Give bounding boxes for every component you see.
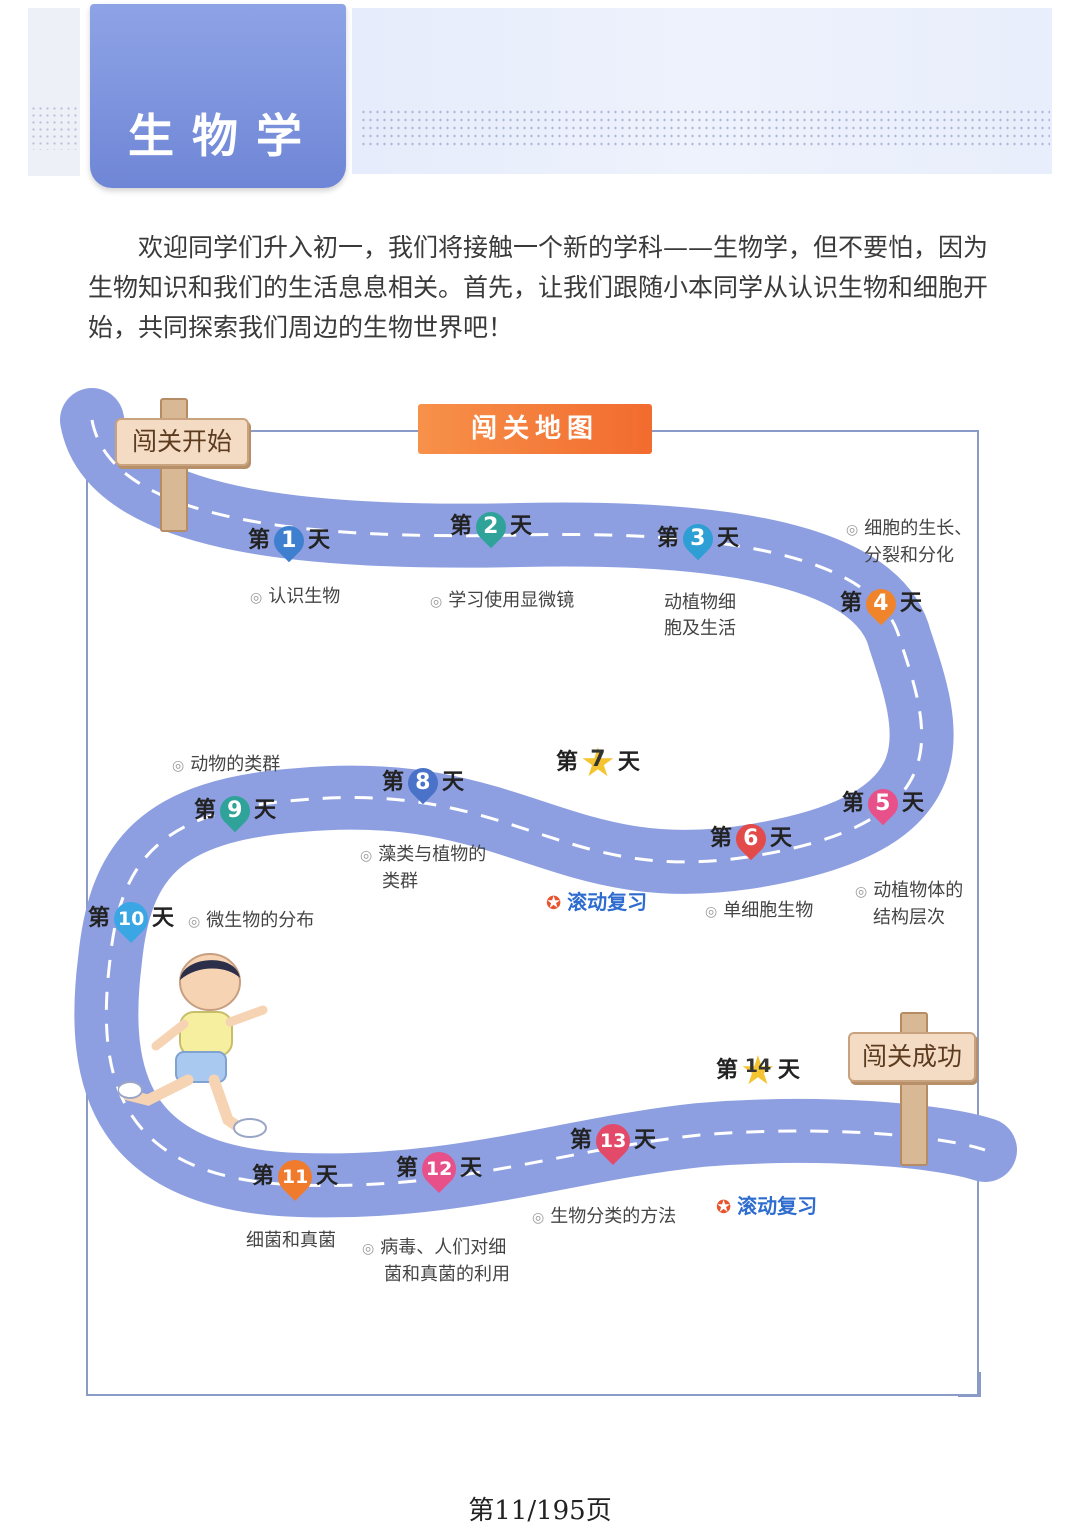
page-title: 生物学: [128, 109, 320, 163]
page-number: 第11/195页: [468, 1496, 612, 1526]
star-icon: ★7: [580, 740, 616, 786]
review-label-2: ✪滚动复习: [716, 1194, 818, 1218]
pin-icon: 5: [861, 782, 905, 826]
header-dot-pattern-right: [360, 108, 1050, 148]
pin-icon: 6: [729, 817, 773, 861]
start-sign: 闯关开始: [115, 418, 249, 466]
running-boy-illustration: [118, 953, 268, 1138]
pin-icon: 9: [213, 789, 257, 833]
title-tab: [90, 4, 346, 188]
star-icon: ★14: [740, 1048, 776, 1094]
topic-day-12: ◎病毒、人们对细菌和真菌的利用: [362, 1237, 510, 1285]
topic-day-1: ◎认识生物: [250, 586, 341, 607]
topic-day-10: ◎微生物的分布: [188, 910, 315, 931]
pin-icon: 13: [588, 1116, 638, 1166]
end-sign: 闯关成功: [848, 1032, 976, 1082]
topic-day-4: ◎细胞的生长、分裂和分化: [846, 518, 973, 566]
topic-day-6: ◎单细胞生物: [705, 900, 814, 921]
map-banner: 闯关地图: [470, 414, 599, 444]
header-dot-pattern-left: [30, 105, 80, 150]
intro-paragraph: 欢迎同学们升入初一，我们将接触一个新的学科——生物学，但不要怕，因为生物知识和我…: [88, 233, 989, 342]
topic-day-3: 动植物细胞及生活: [664, 592, 736, 639]
pin-icon: 1: [267, 519, 311, 563]
pin-icon: 11: [270, 1152, 320, 1202]
medal-icon: ✪: [716, 1197, 732, 1218]
map-banner-bg: [418, 404, 652, 454]
topic-day-2: ◎学习使用显微镜: [430, 590, 575, 611]
topic-day-5: ◎动植物体的结构层次: [855, 880, 964, 928]
road-center-line: [90, 419, 986, 1187]
pin-icon: 8: [401, 761, 445, 805]
review-label-1: ✪滚动复习: [546, 890, 648, 914]
medal-icon: ✪: [546, 893, 562, 914]
pin-icon: 10: [106, 894, 156, 944]
topic-day-8: ◎藻类与植物的类群: [360, 844, 487, 892]
pin-icon: 4: [859, 582, 903, 626]
topic-day-9: ◎动物的类群: [172, 754, 281, 775]
topic-day-11: 细菌和真菌: [246, 1230, 336, 1251]
frame-corner-fold: [958, 1372, 981, 1397]
pin-icon: 3: [676, 517, 720, 561]
pin-icon: 12: [414, 1144, 464, 1194]
pin-icon: 2: [469, 505, 513, 549]
topic-day-13: ◎生物分类的方法: [532, 1206, 677, 1227]
